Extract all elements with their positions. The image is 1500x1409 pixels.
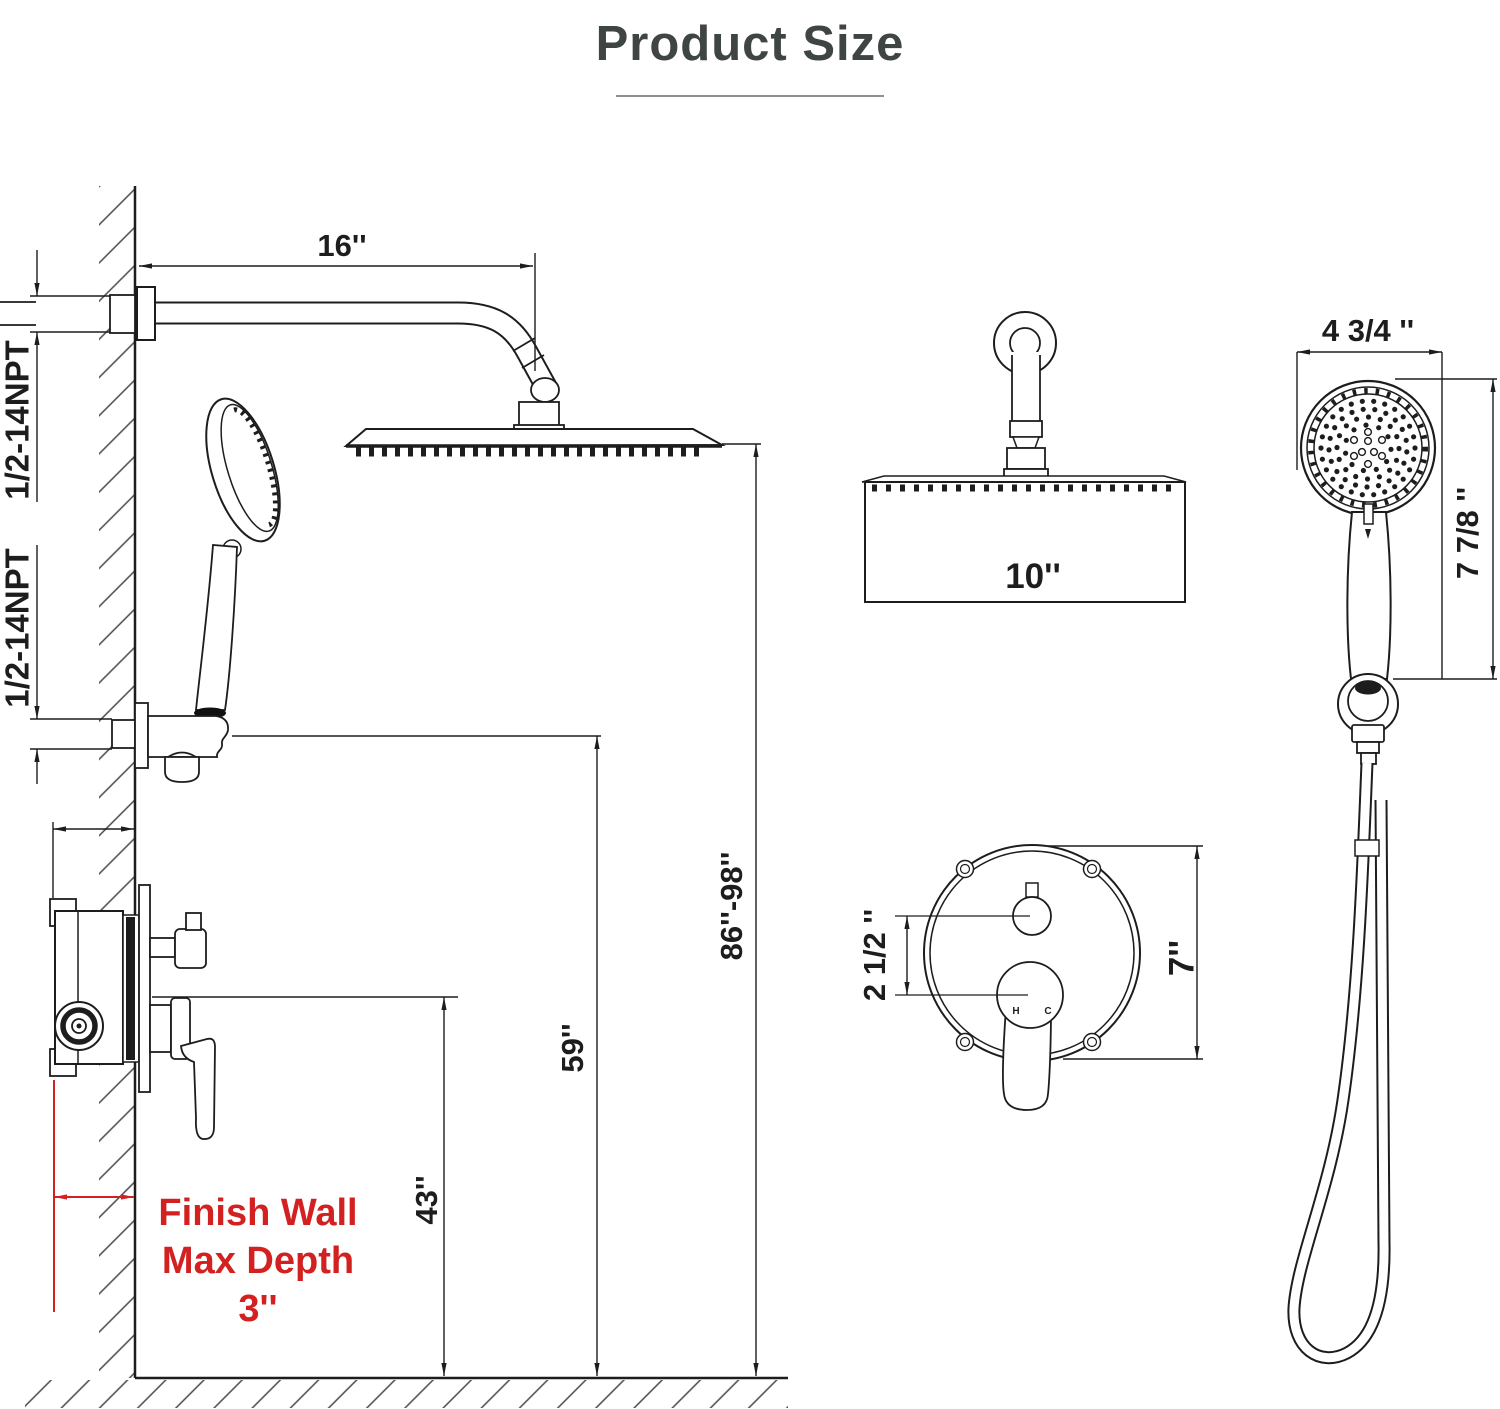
dim-head-width: 4 3/4 '' bbox=[1296, 313, 1443, 679]
max-depth-annotation: Finish Wall Max Depth 3'' bbox=[53, 1080, 358, 1330]
dim-arm-length: 16'' bbox=[139, 228, 536, 371]
wall-hatch bbox=[99, 186, 135, 1378]
dim-handheld-height: 59'' bbox=[232, 735, 601, 1376]
dim-npt-bottom-label: 1/2-14NPT bbox=[0, 548, 36, 708]
mode-switch bbox=[1363, 503, 1374, 525]
dim-total-height-label: 7 7/8 '' bbox=[1450, 487, 1485, 579]
dim-wall-depth bbox=[52, 822, 134, 898]
valve-lever bbox=[180, 1037, 216, 1140]
diverter-stem bbox=[1025, 882, 1039, 898]
side-view-diagram: 16'' 1/2-14NPT 1/2-14NPT 86''-98'' bbox=[0, 186, 788, 1408]
handheld-handle bbox=[1346, 511, 1392, 680]
valve-front-view: H C 2 1/2 '' 7'' bbox=[857, 844, 1203, 1111]
shower-hose bbox=[1287, 762, 1391, 1365]
trim-screws bbox=[955, 859, 1102, 1052]
rainhead-front-view: 10'' bbox=[861, 311, 1187, 603]
dim-overall-height: 86''-98'' bbox=[714, 443, 761, 1376]
dim-rainhead-width-label: 10'' bbox=[1005, 557, 1061, 596]
rainhead-body bbox=[864, 481, 1186, 603]
rainhead-side bbox=[343, 428, 726, 457]
dim-plate-diameter: 7'' bbox=[1048, 845, 1203, 1060]
max-depth-note-line3: 3'' bbox=[238, 1288, 277, 1330]
floor-hatch bbox=[25, 1380, 788, 1408]
max-depth-note-line1: Finish Wall bbox=[158, 1192, 357, 1234]
dim-knob-offset-label: 2 1/2 '' bbox=[857, 909, 892, 1001]
dim-valve-height: 43'' bbox=[152, 996, 458, 1376]
dim-npt-bottom: 1/2-14NPT bbox=[0, 545, 112, 784]
dim-knob-offset: 2 1/2 '' bbox=[857, 909, 1030, 1001]
valve-side bbox=[49, 884, 216, 1140]
dim-arm-length-label: 16'' bbox=[317, 228, 366, 263]
dim-npt-top-label: 1/2-14NPT bbox=[0, 340, 36, 500]
dim-plate-diameter-label: 7'' bbox=[1162, 940, 1201, 976]
dim-valve-height-label: 43'' bbox=[409, 1175, 444, 1224]
dim-handheld-height-label: 59'' bbox=[555, 1023, 590, 1072]
handheld-face-dots bbox=[1318, 398, 1418, 498]
page-title: Product Size bbox=[596, 17, 905, 71]
dim-npt-top: 1/2-14NPT bbox=[0, 250, 110, 502]
dim-total-height: 7 7/8 '' bbox=[1393, 378, 1497, 680]
handheld-side bbox=[111, 397, 281, 783]
nozzle-ring bbox=[1308, 388, 1428, 508]
shower-arm-side bbox=[109, 286, 565, 435]
dim-head-width-label: 4 3/4 '' bbox=[1322, 313, 1414, 348]
handheld-front-view: 4 3/4 '' 7 bbox=[1287, 313, 1497, 1365]
cold-label: C bbox=[1044, 1006, 1051, 1017]
mixer-lever bbox=[1002, 1007, 1052, 1111]
hot-label: H bbox=[1012, 1006, 1019, 1017]
max-depth-note-line2: Max Depth bbox=[162, 1240, 354, 1282]
hose-fitting bbox=[1354, 839, 1380, 857]
wall-bracket bbox=[147, 715, 229, 758]
dim-overall-height-label: 86''-98'' bbox=[714, 852, 749, 961]
